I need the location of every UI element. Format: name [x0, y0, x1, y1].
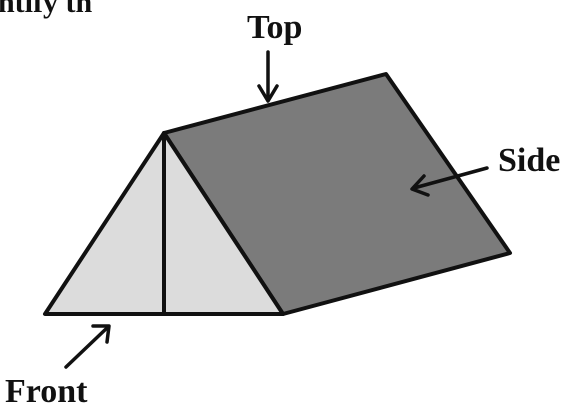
front-arrow — [64, 324, 111, 369]
cropped-heading-text: ntify th — [0, 0, 92, 19]
top-arrow — [257, 50, 279, 103]
side-label: Side — [498, 142, 560, 179]
side-arrow — [410, 166, 489, 197]
front-label: Front — [5, 373, 88, 410]
top-label: Top — [247, 9, 302, 46]
